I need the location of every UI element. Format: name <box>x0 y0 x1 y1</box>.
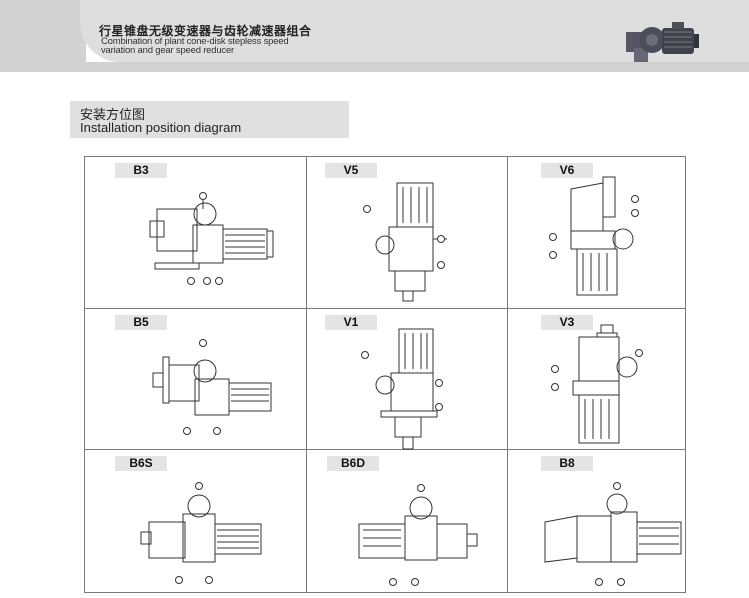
position-cell-b6d: B6D <box>307 452 507 597</box>
marker-icon <box>389 484 425 586</box>
marker-icon <box>183 339 221 435</box>
reducer-drawing-side-right <box>358 484 478 586</box>
section-title-cn: 安装方位图 <box>80 107 146 122</box>
reducer-drawing-vertical-down <box>549 176 639 296</box>
marker-icon <box>175 482 213 584</box>
section-title-en: Installation position diagram <box>80 120 242 135</box>
installation-grid: B3 V5 <box>84 156 686 593</box>
position-cell-v1: V1 <box>307 311 507 456</box>
header-left-block <box>0 0 86 72</box>
grid-divider <box>306 157 307 592</box>
position-cell-v5: V5 <box>307 159 507 304</box>
header-title-cn: 行星锥盘无级变速器与齿轮减速器组合 <box>99 24 312 38</box>
product-photo-icon <box>624 18 700 71</box>
grid-divider <box>85 449 685 450</box>
position-label: B6D <box>327 456 379 471</box>
section-title-box <box>70 101 349 138</box>
position-label: B3 <box>115 163 167 178</box>
grid-divider <box>85 308 685 309</box>
position-label: V1 <box>325 315 377 330</box>
position-label: V5 <box>325 163 377 178</box>
reducer-drawing-foot-down <box>544 482 682 586</box>
marker-icon <box>551 349 643 391</box>
reducer-drawing-side-left <box>140 482 262 584</box>
grid-divider <box>507 157 508 592</box>
position-cell-v6: V6 <box>517 159 717 304</box>
reducer-drawing-vertical-flange <box>361 328 443 450</box>
position-label: B6S <box>115 456 167 471</box>
marker-icon <box>361 351 443 411</box>
position-label: B5 <box>115 315 167 330</box>
position-label: V6 <box>541 163 593 178</box>
position-cell-v3: V3 <box>517 311 717 456</box>
marker-icon <box>595 482 625 586</box>
position-cell-b8: B8 <box>517 452 717 597</box>
reducer-drawing-flange <box>152 339 272 435</box>
reducer-drawing-vertical-up <box>363 182 447 302</box>
position-label: B8 <box>541 456 593 471</box>
position-cell-b5: B5 <box>95 311 295 456</box>
header-underline-bar <box>0 62 749 72</box>
marker-icon <box>187 192 223 285</box>
reducer-drawing-horizontal <box>149 192 274 285</box>
header-title-en: Combination of plant cone-disk stepless … <box>101 36 289 56</box>
marker-icon <box>363 205 445 269</box>
marker-icon <box>549 195 639 259</box>
position-cell-b6s: B6S <box>95 452 295 597</box>
reducer-drawing-vertical-down-flange <box>551 324 643 444</box>
position-cell-b3: B3 <box>95 159 295 304</box>
position-label: V3 <box>541 315 593 330</box>
